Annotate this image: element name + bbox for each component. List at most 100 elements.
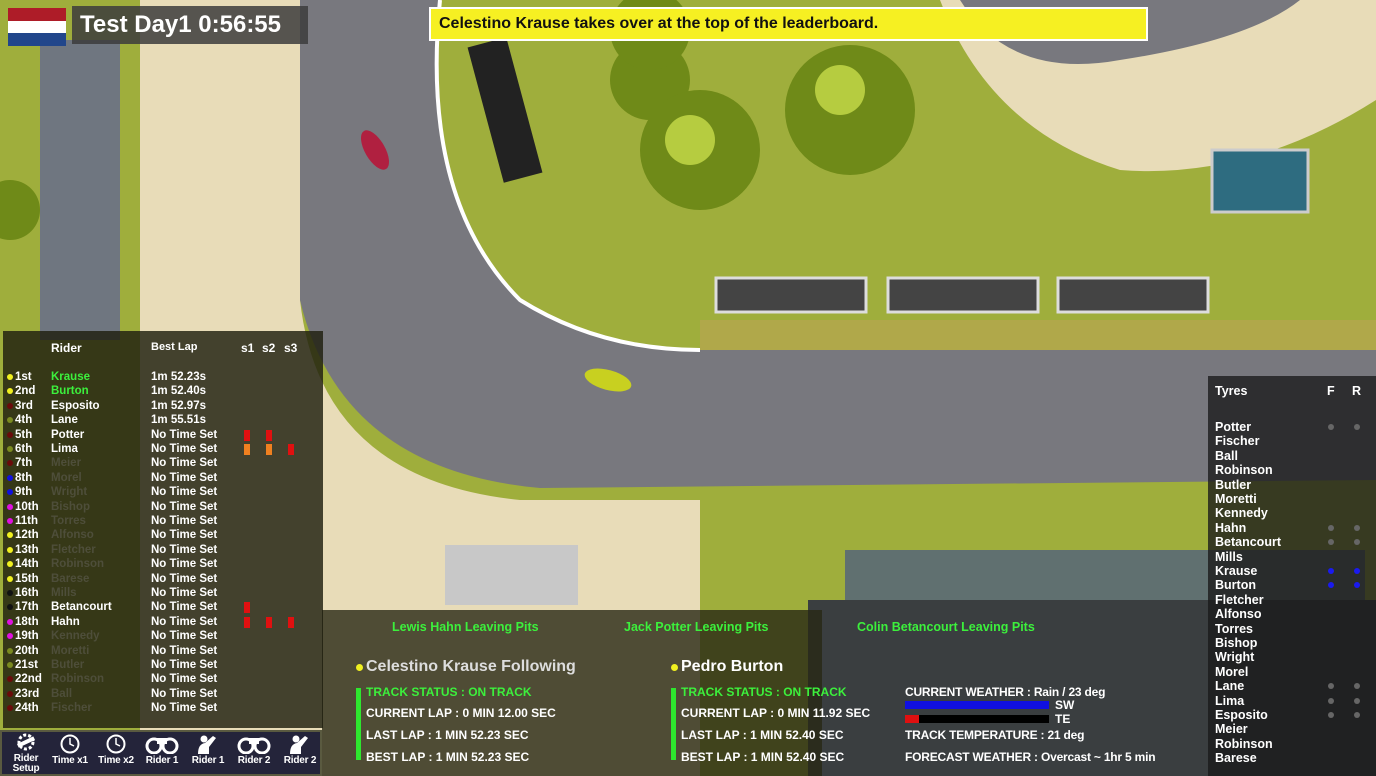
sector-1-marker bbox=[244, 429, 250, 441]
leaderboard-row[interactable]: 24th Fischer No Time Set bbox=[3, 701, 323, 715]
toolbar-button-time-x1[interactable]: Time x1 bbox=[48, 734, 92, 766]
sector-2-marker bbox=[266, 429, 272, 441]
leaderboard-row[interactable]: 17th Betancourt No Time Set bbox=[3, 600, 323, 614]
front-tyre-indicator bbox=[1328, 683, 1334, 690]
leaderboard-row[interactable]: 15th Barese No Time Set bbox=[3, 572, 323, 586]
leaderboard-row[interactable]: 7th Meier No Time Set bbox=[3, 456, 323, 470]
team-color-dot bbox=[7, 575, 13, 582]
leaderboard-row[interactable]: 11th Torres No Time Set bbox=[3, 514, 323, 528]
toolbar-button-time-x2[interactable]: Time x2 bbox=[94, 734, 138, 766]
best-lap: No Time Set bbox=[151, 471, 218, 484]
col-s1: s1 bbox=[241, 341, 255, 355]
rider-name: Meier bbox=[1215, 722, 1248, 737]
toolbar-button-rider-1[interactable]: Rider 1 bbox=[186, 734, 230, 766]
rear-tyre-indicator bbox=[1354, 539, 1360, 546]
position: 20th bbox=[15, 644, 39, 657]
toolbar-button-rider-2[interactable]: Rider 2 bbox=[232, 734, 276, 766]
rider-name: Butler bbox=[51, 659, 85, 671]
rear-tyre-indicator bbox=[1354, 424, 1360, 430]
leaderboard-row[interactable]: 3rd Esposito 1m 52.97s bbox=[3, 399, 323, 413]
rider-name: Bishop bbox=[51, 500, 90, 513]
sector-1-marker bbox=[244, 602, 250, 614]
leaderboard-row[interactable]: 14th Robinson No Time Set bbox=[3, 557, 323, 571]
leaderboard-row[interactable]: 5th Potter No Time Set bbox=[3, 428, 323, 442]
sector-1-marker bbox=[244, 616, 250, 628]
toolbar-button-rider-2[interactable]: Rider 2 bbox=[278, 734, 322, 766]
rider-name: Krause bbox=[51, 371, 90, 383]
tyre-row: Esposito bbox=[1215, 708, 1375, 722]
rider-name: Robinson bbox=[51, 673, 105, 686]
rider-name: Fletcher bbox=[1215, 592, 1264, 607]
rider1-current-lap: CURRENT LAP : 0 MIN 12.00 SEC bbox=[366, 706, 556, 720]
col-best-lap: Best Lap bbox=[151, 341, 198, 353]
leaderboard-row[interactable]: 19th Kennedy No Time Set bbox=[3, 629, 323, 643]
toolbar-button-label: Time x1 bbox=[52, 755, 88, 766]
rider-name: Moretti bbox=[51, 644, 90, 657]
session-clock: Test Day1 0:56:55 bbox=[72, 6, 308, 44]
best-lap: No Time Set bbox=[151, 644, 218, 657]
position: 13th bbox=[15, 543, 39, 556]
best-lap: No Time Set bbox=[151, 457, 218, 470]
sector-2-marker bbox=[266, 616, 272, 628]
rider-name: Fischer bbox=[1215, 434, 1260, 449]
leaderboard-row[interactable]: 6th Lima No Time Set bbox=[3, 442, 323, 456]
rider-name: Betancourt bbox=[51, 601, 112, 614]
toolbar-button-label: Rider Setup bbox=[12, 753, 40, 774]
leaderboard-row[interactable]: 2nd Burton 1m 52.40s bbox=[3, 384, 323, 398]
tyre-row: Robinson bbox=[1215, 463, 1375, 477]
rider-name: Betancourt bbox=[1215, 535, 1281, 550]
team-color-dot bbox=[7, 647, 13, 654]
toolbar: Rider Setup Time x1 Time x2 Rider 1 Rider 1 R… bbox=[0, 730, 322, 776]
team-color-dot bbox=[7, 431, 13, 438]
team-color-dot bbox=[7, 604, 13, 611]
rider-name: Alfonso bbox=[51, 529, 94, 542]
front-tyre-indicator bbox=[1328, 697, 1334, 704]
rider-name: Esposito bbox=[51, 399, 100, 412]
col-s3: s3 bbox=[284, 341, 298, 355]
leaderboard-row[interactable]: 1st Krause 1m 52.23s bbox=[3, 370, 323, 384]
leaderboard-row[interactable]: 22nd Robinson No Time Set bbox=[3, 672, 323, 686]
rider-name: Robinson bbox=[1215, 736, 1273, 751]
best-lap: No Time Set bbox=[151, 529, 218, 542]
toolbar-button-rider-setup[interactable]: Rider Setup bbox=[4, 732, 48, 774]
leaderboard-row[interactable]: 23rd Ball No Time Set bbox=[3, 687, 323, 701]
leaderboard-row[interactable]: 4th Lane 1m 55.51s bbox=[3, 413, 323, 427]
sector-1-marker bbox=[244, 444, 250, 455]
leaderboard-row[interactable]: 16th Mills No Time Set bbox=[3, 586, 323, 600]
binoculars-icon bbox=[232, 734, 276, 754]
leaderboard-row[interactable]: 8th Morel No Time Set bbox=[3, 471, 323, 485]
rear-tyre-indicator bbox=[1354, 683, 1360, 690]
rider-name: Fischer bbox=[51, 702, 92, 715]
best-lap: No Time Set bbox=[151, 659, 218, 671]
rider-name: Lima bbox=[1215, 693, 1245, 708]
team-color-dot bbox=[7, 503, 13, 510]
te-label: TE bbox=[1055, 712, 1071, 726]
toolbar-button-rider-1[interactable]: Rider 1 bbox=[140, 734, 184, 766]
best-lap: No Time Set bbox=[151, 572, 218, 585]
tyre-row: Robinson bbox=[1215, 737, 1375, 751]
rear-tyre-indicator bbox=[1354, 582, 1360, 589]
tyre-row: Potter bbox=[1215, 420, 1375, 434]
leaderboard-row[interactable]: 18th Hahn No Time Set bbox=[3, 615, 323, 629]
position: 18th bbox=[15, 615, 39, 628]
best-lap: No Time Set bbox=[151, 615, 218, 628]
toolbar-button-label: Rider 1 bbox=[145, 755, 179, 766]
leaderboard-row[interactable]: 13th Fletcher No Time Set bbox=[3, 543, 323, 557]
rider2-current-lap: CURRENT LAP : 0 MIN 11.92 SEC bbox=[681, 706, 871, 720]
rider-name: Robinson bbox=[51, 558, 105, 571]
toolbar-button-label: Rider 2 bbox=[237, 755, 271, 766]
leaderboard-row[interactable]: 21st Butler No Time Set bbox=[3, 658, 323, 672]
rider2-status-bar bbox=[671, 688, 676, 760]
leaderboard-row[interactable]: 20th Moretti No Time Set bbox=[3, 644, 323, 658]
rider1-status-bar bbox=[356, 688, 361, 760]
leaderboard-row[interactable]: 9th Wright No Time Set bbox=[3, 485, 323, 499]
best-lap: No Time Set bbox=[151, 687, 218, 700]
leaderboard-row[interactable]: 10th Bishop No Time Set bbox=[3, 500, 323, 514]
rider2-last-lap: LAST LAP : 1 MIN 52.40 SEC bbox=[681, 728, 844, 742]
gear-wrench-icon bbox=[4, 732, 48, 752]
leaderboard-row[interactable]: 12th Alfonso No Time Set bbox=[3, 528, 323, 542]
tyre-row: Bishop bbox=[1215, 636, 1375, 650]
tyre-row: Meier bbox=[1215, 722, 1375, 736]
team-color-dot bbox=[7, 532, 13, 539]
